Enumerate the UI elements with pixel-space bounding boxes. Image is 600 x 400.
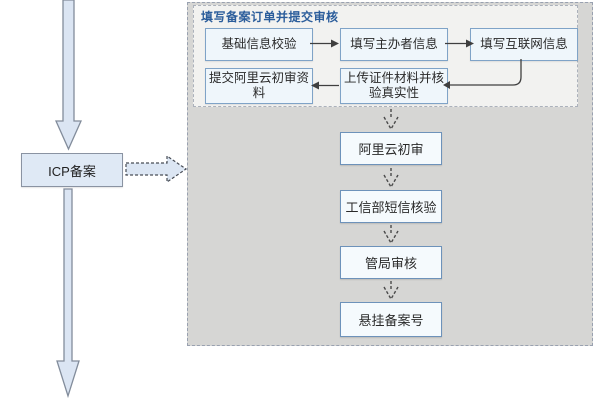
step-fill-internet-info: 填写互联网信息 (470, 28, 578, 61)
step-basic-info-check: 基础信息校验 (205, 28, 313, 61)
step-aliyun-initial-review: 阿里云初审 (340, 132, 442, 165)
dashed-down-arrow-1 (383, 109, 399, 131)
arrow-left-connector (311, 81, 339, 90)
icp-filing-node: ICP备案 (21, 153, 123, 187)
step-authority-review: 管局审核 (340, 246, 442, 279)
elbow-connector (443, 59, 522, 89)
dashed-down-arrow-4 (383, 281, 399, 301)
step-upload-certificates: 上传证件材料并核验真实性 (340, 68, 448, 104)
step-fill-organizer-info: 填写主办者信息 (340, 28, 448, 61)
step-display-filing-number: 悬挂备案号 (340, 302, 442, 337)
dashed-down-arrow-3 (383, 225, 399, 245)
icp-filing-label: ICP备案 (48, 163, 96, 179)
arrow-right-connector-1 (310, 39, 339, 48)
down-block-arrow-top (54, 0, 83, 151)
dashed-right-block-arrow (125, 154, 188, 184)
step-miit-sms-verification: 工信部短信核验 (340, 190, 442, 223)
down-block-arrow-bottom (56, 188, 80, 399)
order-submit-group-title: 填写备案订单并提交审核 (201, 10, 339, 24)
arrow-right-connector-2 (445, 39, 474, 48)
step-submit-aliyun-review-material: 提交阿里云初审资料 (205, 68, 313, 104)
dashed-down-arrow-2 (383, 168, 399, 189)
